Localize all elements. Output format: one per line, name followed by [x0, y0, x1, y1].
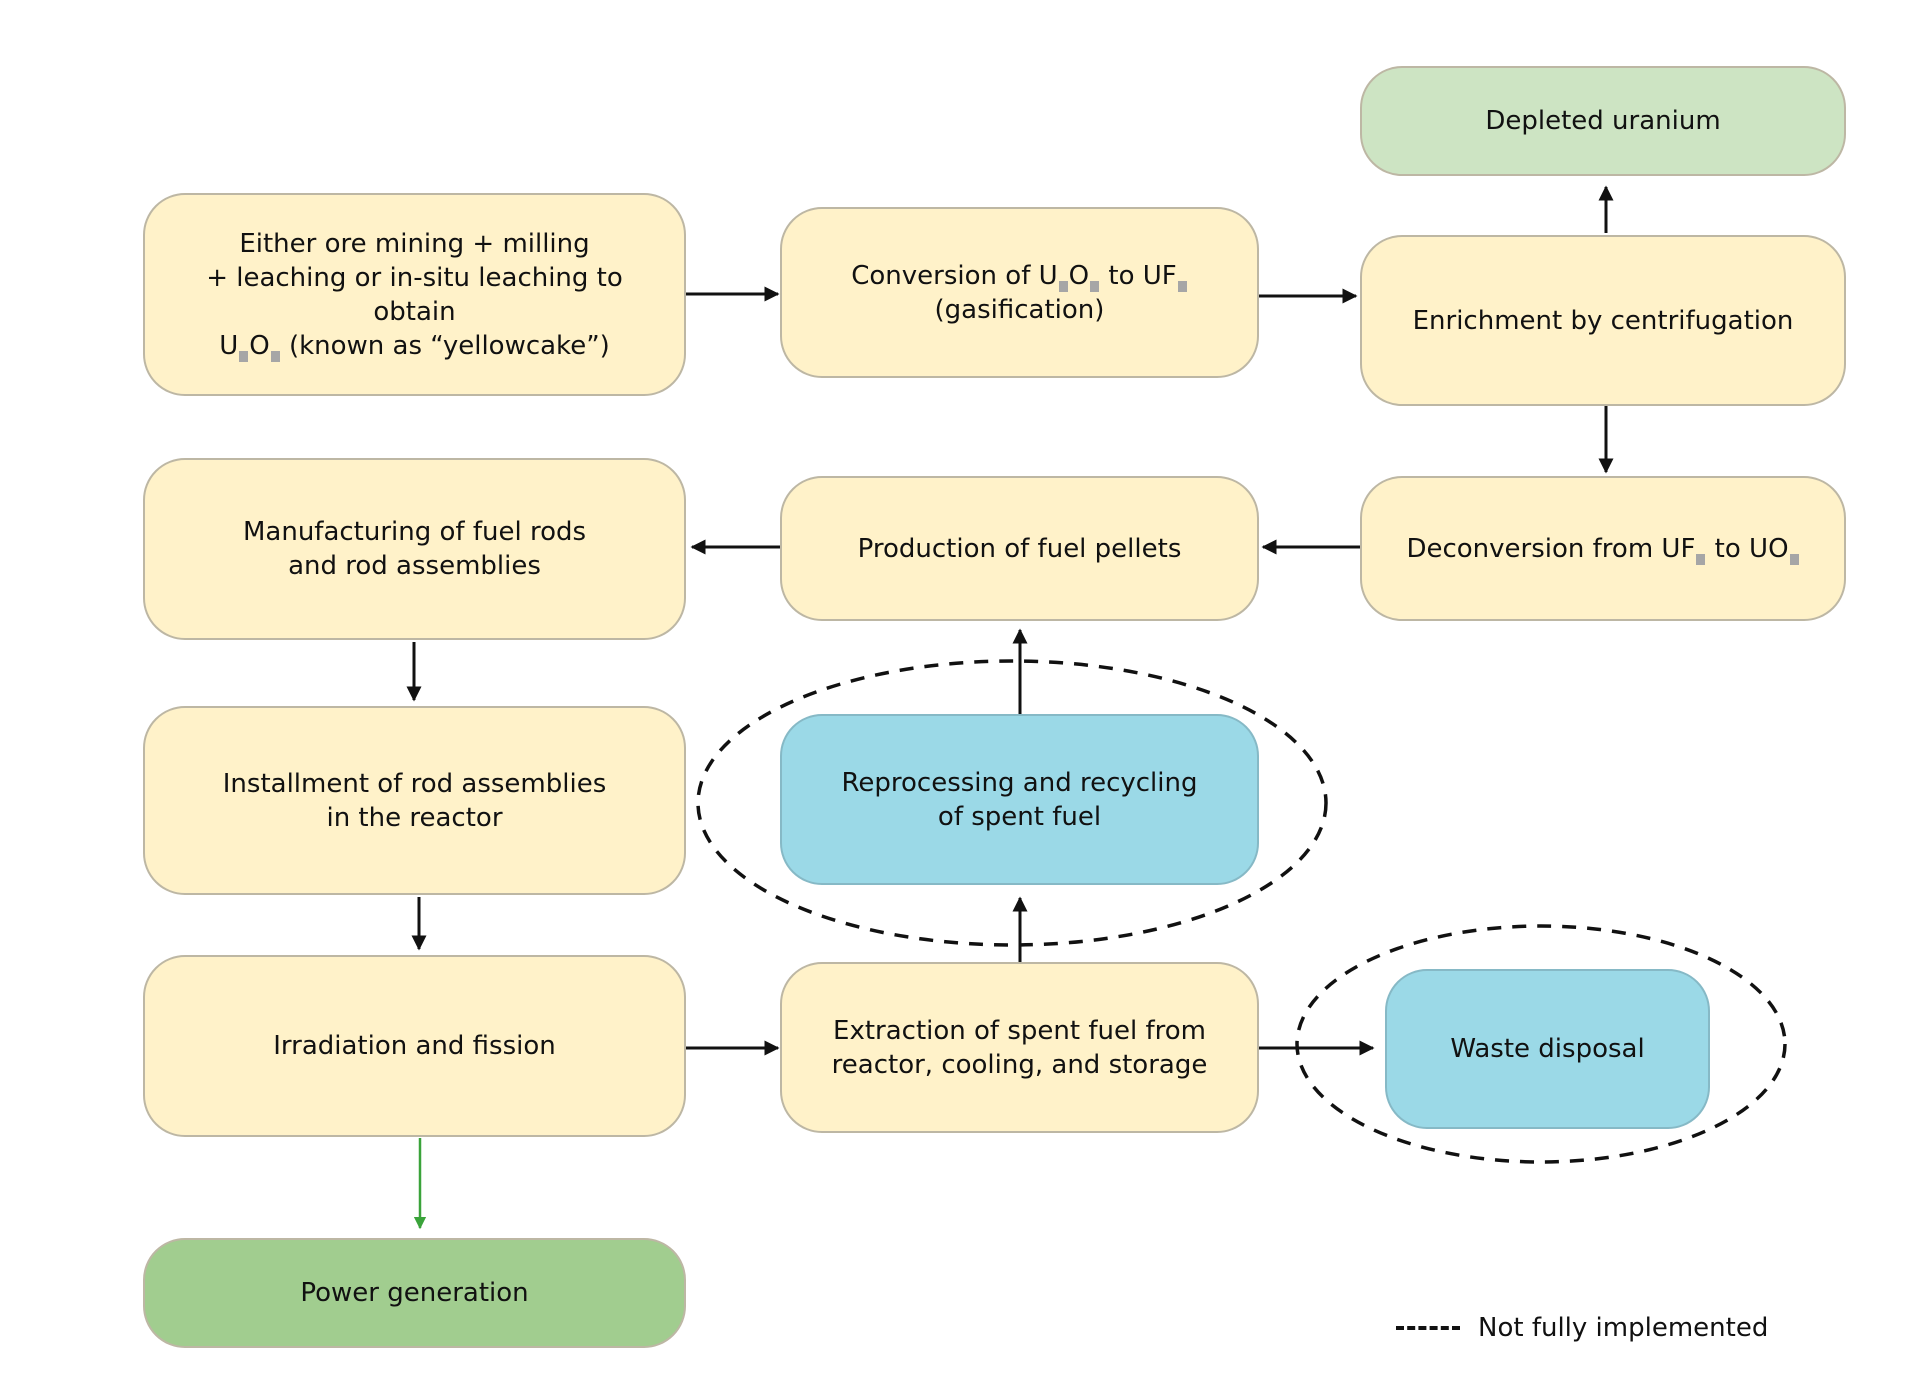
enrichment-label: Enrichment by centrifugation: [1412, 305, 1794, 336]
conversion-line1-b: O: [1068, 260, 1090, 291]
node-mining: Either ore mining + milling + leaching o…: [143, 193, 686, 396]
node-enrichment: Enrichment by centrifugation: [1360, 235, 1846, 406]
subscript-marker: [1090, 280, 1100, 292]
extraction-line1: Extraction of spent fuel from: [833, 1015, 1206, 1046]
not-implemented-ellipse-reprocessing: [696, 659, 1328, 947]
node-irradiation: Irradiation and fission: [143, 955, 686, 1137]
installment-line1: Installment of rod assemblies: [222, 768, 607, 799]
legend-dashed-line: [1396, 1326, 1460, 1330]
mining-line3-o: O: [249, 330, 270, 361]
waste-label: Waste disposal: [1450, 1034, 1645, 1064]
mining-line3-u: U: [219, 330, 239, 361]
node-extraction: Extraction of spent fuel from reactor, c…: [780, 962, 1259, 1133]
node-fuel-pellets: Production of fuel pellets: [780, 476, 1259, 621]
node-reprocessing: Reprocessing and recycling of spent fuel: [780, 714, 1259, 885]
not-implemented-ellipse-waste: [1295, 924, 1787, 1164]
node-depleted-uranium: Depleted uranium: [1360, 66, 1846, 176]
reprocessing-line1: Reprocessing and recycling: [841, 767, 1198, 798]
pellets-label: Production of fuel pellets: [857, 533, 1182, 564]
legend: Not fully implemented: [1396, 1313, 1768, 1343]
depleted-label: Depleted uranium: [1485, 106, 1721, 136]
mining-line3-rest: (known as “yellowcake”): [280, 330, 610, 361]
conversion-line1-a: Conversion of U: [851, 260, 1058, 291]
power-label: Power generation: [300, 1278, 529, 1308]
legend-label: Not fully implemented: [1478, 1313, 1769, 1343]
installment-line2: in the reactor: [326, 802, 503, 833]
conversion-line1-c: to UF: [1100, 260, 1177, 291]
subscript-marker: [270, 350, 280, 362]
conversion-line2: (gasification): [934, 294, 1105, 325]
node-deconversion: Deconversion from UF to UO: [1360, 476, 1846, 621]
subscript-marker: [1696, 553, 1706, 565]
subscript-marker: [239, 350, 249, 362]
mining-line1: Either ore mining + milling: [239, 228, 590, 259]
manufacturing-line2: and rod assemblies: [288, 551, 541, 581]
extraction-line2: reactor, cooling, and storage: [831, 1049, 1208, 1080]
subscript-marker: [1789, 553, 1799, 565]
manufacturing-line1: Manufacturing of fuel rods: [242, 517, 587, 547]
mining-line2: + leaching or in-situ leaching to obtain: [206, 262, 623, 327]
deconversion-part-a: Deconversion from UF: [1406, 533, 1696, 564]
subscript-marker: [1058, 280, 1068, 292]
node-installment: Installment of rod assemblies in the rea…: [143, 706, 686, 895]
node-power-generation: Power generation: [143, 1238, 686, 1348]
reprocessing-line2: of spent fuel: [937, 801, 1102, 832]
irradiation-label: Irradiation and fission: [273, 1031, 556, 1061]
node-conversion: Conversion of U O to UF (gasification): [780, 207, 1259, 378]
node-manufacturing: Manufacturing of fuel rods and rod assem…: [143, 458, 686, 640]
subscript-marker: [1177, 280, 1187, 292]
node-waste-disposal: Waste disposal: [1385, 969, 1710, 1129]
deconversion-part-b: to UO: [1706, 533, 1789, 564]
